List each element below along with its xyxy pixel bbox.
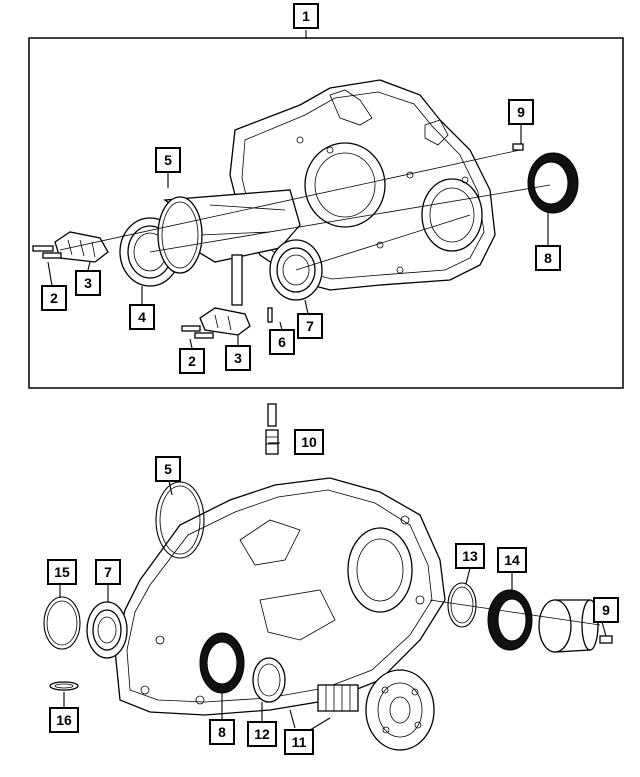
plug-9-top: [512, 143, 524, 151]
bracket-3-left: [54, 231, 109, 263]
callout-5-bottom: 5: [155, 456, 181, 482]
svg-text:1: 1: [302, 8, 310, 24]
svg-text:13: 13: [462, 548, 478, 564]
svg-text:12: 12: [254, 726, 270, 742]
bolts-2-lower: [181, 325, 214, 339]
seal-8-bottom: [199, 632, 245, 694]
callout-5-top: 5: [155, 147, 181, 173]
snap-ring-15: [43, 596, 81, 650]
callout-4: 4: [129, 304, 155, 330]
callout-15: 15: [47, 559, 77, 585]
callout-2-lower: 2: [179, 348, 205, 374]
snap-ring-13: [447, 582, 477, 628]
callout-7-top: 7: [297, 313, 323, 339]
svg-text:15: 15: [54, 564, 70, 580]
seal-ring-12: [252, 657, 286, 703]
callout-16: 16: [49, 707, 79, 733]
callout-3-lower: 3: [225, 345, 251, 371]
svg-text:2: 2: [50, 290, 58, 306]
svg-text:11: 11: [292, 734, 307, 750]
svg-text:9: 9: [517, 104, 525, 120]
svg-text:16: 16: [56, 712, 72, 728]
callout-12: 12: [247, 721, 277, 747]
callout-10: 10: [294, 429, 324, 455]
svg-text:7: 7: [104, 564, 112, 580]
svg-text:3: 3: [84, 275, 92, 291]
svg-text:8: 8: [544, 250, 552, 266]
callout-8-bottom: 8: [209, 719, 235, 745]
callout-7-bottom: 7: [95, 559, 121, 585]
callout-2-left: 2: [41, 285, 67, 311]
seal-14: [487, 589, 533, 651]
callout-13: 13: [455, 543, 485, 569]
svg-text:4: 4: [138, 309, 146, 325]
callout-11: 11: [284, 729, 314, 755]
svg-text:8: 8: [218, 724, 226, 740]
dowel-pin-6: [267, 307, 273, 323]
callout-8-top: 8: [535, 245, 561, 271]
svg-text:3: 3: [234, 350, 242, 366]
svg-text:14: 14: [504, 552, 520, 568]
washer-16: [49, 681, 79, 691]
svg-text:5: 5: [164, 461, 172, 477]
bracket-3-lower: [199, 307, 251, 336]
svg-text:7: 7: [306, 318, 314, 334]
svg-text:2: 2: [188, 353, 196, 369]
snap-ring-5-top: [157, 196, 203, 274]
vent-bolt-10: [265, 403, 279, 455]
output-shaft-11: [317, 669, 435, 751]
svg-text:9: 9: [602, 602, 610, 618]
svg-text:5: 5: [164, 152, 172, 168]
bearing-7-bottom: [86, 601, 128, 659]
bolts-2-left: [32, 245, 62, 259]
svg-text:10: 10: [301, 434, 317, 450]
callout-9-top: 9: [508, 99, 534, 125]
assembly-frame: [28, 37, 624, 389]
callout-1: 1: [293, 3, 319, 29]
callout-3-left: 3: [75, 270, 101, 296]
callout-14: 14: [497, 547, 527, 573]
svg-text:6: 6: [278, 334, 286, 350]
transfer-case-housing-top: [229, 79, 496, 291]
seal-8-top: [527, 152, 579, 214]
callout-6: 6: [269, 329, 295, 355]
callout-9-bottom: 9: [593, 597, 619, 623]
